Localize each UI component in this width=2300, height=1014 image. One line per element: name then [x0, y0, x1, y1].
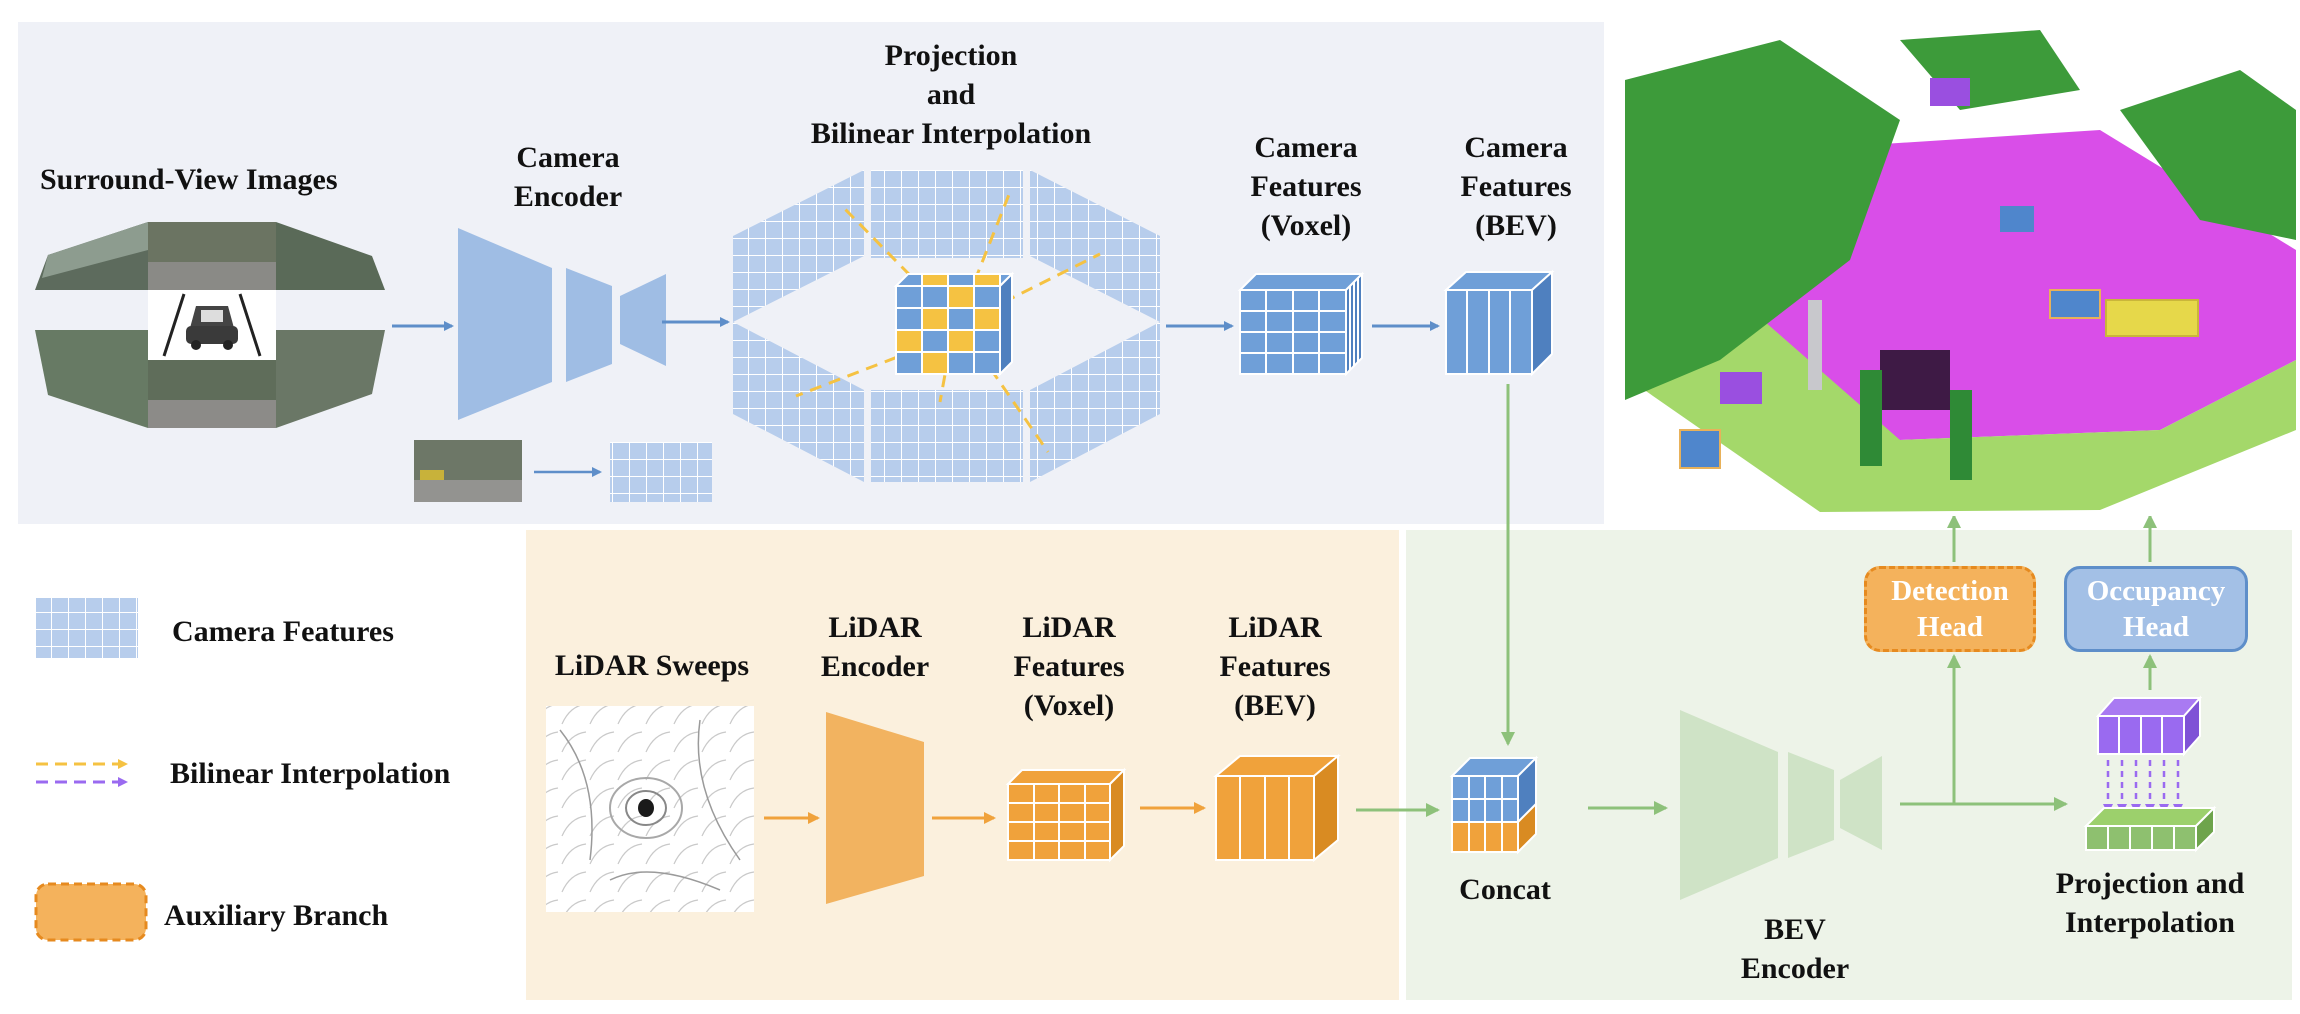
lidar-bev-cube	[1213, 753, 1341, 863]
surround-view-images	[35, 222, 385, 428]
legend-bilinear-interpolation-label: Bilinear Interpolation	[170, 757, 451, 790]
ego-car-icon	[186, 306, 238, 350]
scene-object-5	[2000, 206, 2034, 232]
scene-vegetation-left	[1625, 40, 1900, 400]
projection-interpolation-stack	[2095, 695, 2203, 757]
lane-line-left	[162, 293, 186, 357]
camera-voxel-cube	[1237, 271, 1365, 377]
cam-image-back-right	[276, 330, 385, 428]
scene-object-4	[2049, 289, 2101, 319]
cam-image-front-right	[276, 222, 385, 290]
single-camera-feature-grid	[610, 442, 712, 502]
lane-line-right	[238, 293, 262, 357]
scene-pole	[1808, 300, 1822, 390]
scene-terrain	[1630, 300, 2296, 512]
legend-auxiliary-branch-label: Auxiliary Branch	[164, 899, 389, 932]
projection-feature-panels	[733, 170, 1160, 482]
panel-upper-left	[733, 170, 864, 322]
scene-vegetation-right	[2120, 70, 2296, 240]
scene-object-7	[1930, 78, 1970, 106]
label-surround-view-images: Surround-View Images	[40, 163, 338, 196]
scene-tree-1	[1860, 370, 1882, 466]
panel-upper-right	[1030, 170, 1160, 322]
scene-object-2	[1720, 372, 1762, 404]
panel-bottom	[871, 390, 1023, 482]
legend-auxiliary-swatch	[34, 882, 148, 942]
panel-lower-left	[733, 322, 864, 482]
single-camera-image	[414, 440, 522, 502]
cam-image-front-left-sky	[42, 222, 148, 278]
cam-image-front-road	[148, 262, 276, 290]
concat-cube	[1449, 755, 1539, 855]
bev-encoder-shape	[1680, 710, 1882, 900]
cam-image-back-road	[148, 400, 276, 428]
cam-image-back-left	[35, 330, 148, 428]
scene-object-1	[1679, 429, 1721, 469]
lidar-encoder-shape	[826, 712, 924, 904]
label-concat: Concat	[1459, 873, 1551, 906]
legend-camera-features-label: Camera Features	[172, 615, 394, 648]
scene-object-3	[2105, 299, 2199, 337]
camera-encoder-shape	[458, 228, 666, 420]
lidar-voxel-cube	[1005, 767, 1127, 863]
scene-road	[1740, 130, 2296, 440]
vertical-interpolation-arrows	[2103, 760, 2183, 814]
legend-camera-features-swatch	[36, 598, 138, 658]
panel-lower-right	[1030, 322, 1160, 482]
occupancy-scene	[1620, 30, 2296, 516]
scene-object-6	[1880, 350, 1950, 410]
scene-tree-2	[1950, 390, 1972, 480]
label-lidar-sweeps: LiDAR Sweeps	[554, 649, 750, 682]
panel-top	[871, 170, 1023, 258]
camera-bev-cube	[1443, 269, 1555, 377]
lidar-sweep-image	[546, 706, 754, 912]
voxel-cube	[893, 271, 1015, 377]
occupancy-grid-layer	[2083, 805, 2217, 853]
